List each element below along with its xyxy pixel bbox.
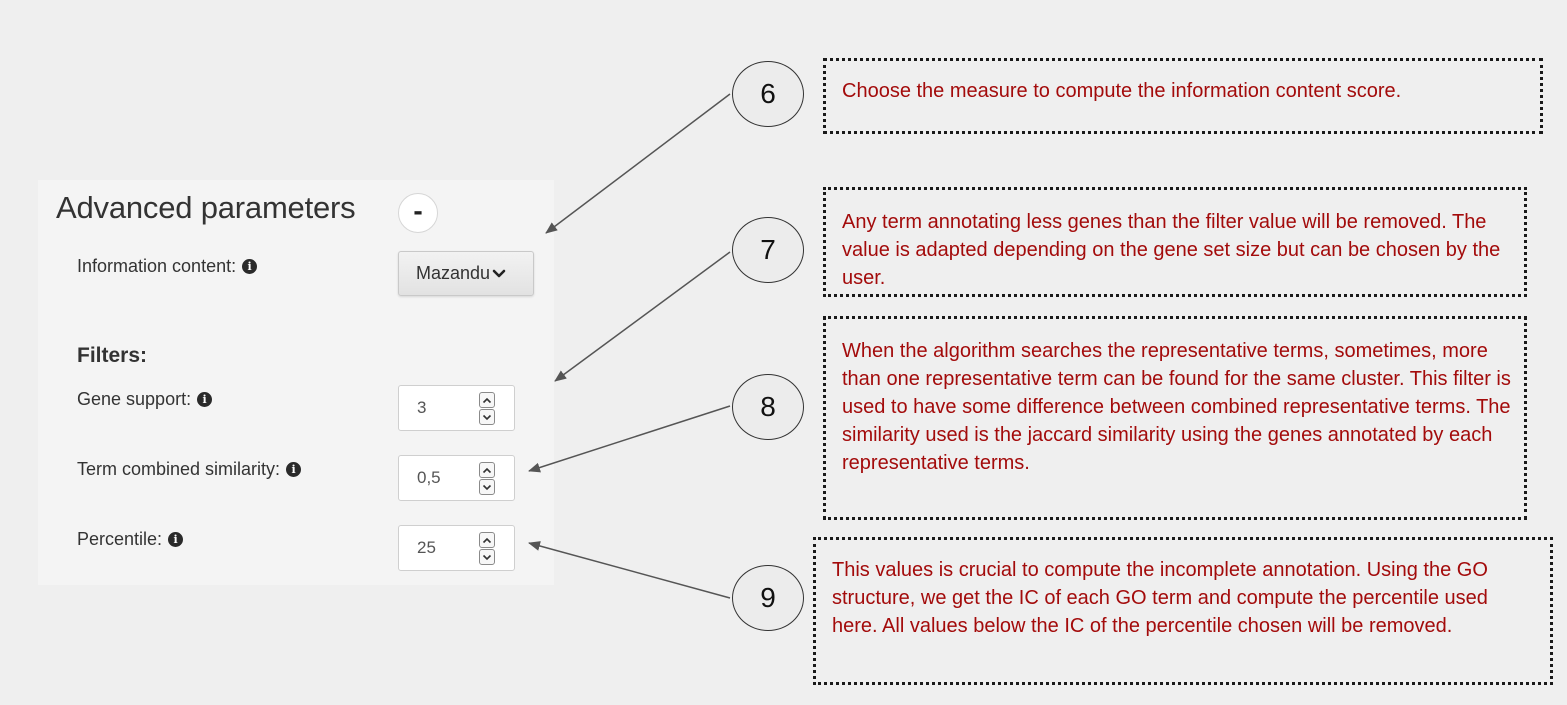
callout-description-9: This values is crucial to compute the in… [813, 537, 1553, 685]
percentile-spinner[interactable] [479, 532, 495, 565]
callout-arrow-7 [554, 251, 731, 382]
info-circle-icon[interactable]: i [168, 532, 184, 547]
callout-description-7: Any term annotating less genes than the … [823, 187, 1527, 297]
callout-arrow-6 [545, 93, 731, 234]
advanced-parameters-panel [38, 180, 554, 585]
callout-number-6: 6 [732, 61, 804, 127]
chevron-up-icon[interactable] [479, 532, 495, 548]
percentile-label-row: Percentile: i [77, 529, 184, 550]
percentile-value: 25 [417, 538, 436, 557]
advanced-parameters-title: Advanced parameters [56, 190, 356, 225]
chevron-down-icon[interactable] [479, 409, 495, 425]
information-content-label-row: Information content: i [77, 256, 258, 277]
chevron-up-icon[interactable] [479, 392, 495, 408]
callout-arrow-9 [528, 541, 731, 599]
callout-text-7: Any term annotating less genes than the … [842, 211, 1501, 289]
callout-number-8: 8 [732, 374, 804, 440]
information-content-selected: Mazandu [416, 263, 491, 283]
callout-text-6: Choose the measure to compute the inform… [842, 80, 1402, 102]
information-content-label: Information content: [77, 256, 237, 276]
info-circle-icon[interactable]: i [286, 462, 302, 477]
callout-number-7: 7 [732, 217, 804, 283]
term-combined-similarity-label: Term combined similarity: [77, 459, 281, 479]
callout-text-9: This values is crucial to compute the in… [832, 559, 1488, 637]
gene-support-spinner[interactable] [479, 392, 495, 425]
filters-heading: Filters: [77, 344, 148, 367]
info-circle-icon[interactable]: i [197, 392, 213, 407]
gene-support-input[interactable]: 3 [398, 385, 515, 431]
info-circle-icon[interactable]: i [242, 259, 258, 274]
callout-arrow-8 [528, 405, 731, 473]
percentile-input[interactable]: 25 [398, 525, 515, 571]
chevron-up-icon[interactable] [479, 462, 495, 478]
gene-support-value: 3 [417, 398, 427, 417]
percentile-label: Percentile: [77, 529, 163, 549]
gene-support-label: Gene support: [77, 389, 192, 409]
term-combined-similarity-value: 0,5 [417, 468, 441, 487]
chevron-down-icon [492, 269, 506, 279]
callout-description-6: Choose the measure to compute the inform… [823, 58, 1543, 134]
collapse-toggle-button[interactable]: - [398, 193, 438, 233]
callout-description-8: When the algorithm searches the represen… [823, 316, 1527, 520]
term-combined-similarity-label-row: Term combined similarity: i [77, 459, 302, 480]
gene-support-label-row: Gene support: i [77, 389, 213, 410]
chevron-down-icon[interactable] [479, 479, 495, 495]
callout-number-9: 9 [732, 565, 804, 631]
chevron-down-icon[interactable] [479, 549, 495, 565]
information-content-select[interactable]: Mazandu [398, 251, 534, 296]
callout-text-8: When the algorithm searches the represen… [842, 340, 1511, 474]
term-combined-similarity-spinner[interactable] [479, 462, 495, 495]
term-combined-similarity-input[interactable]: 0,5 [398, 455, 515, 501]
